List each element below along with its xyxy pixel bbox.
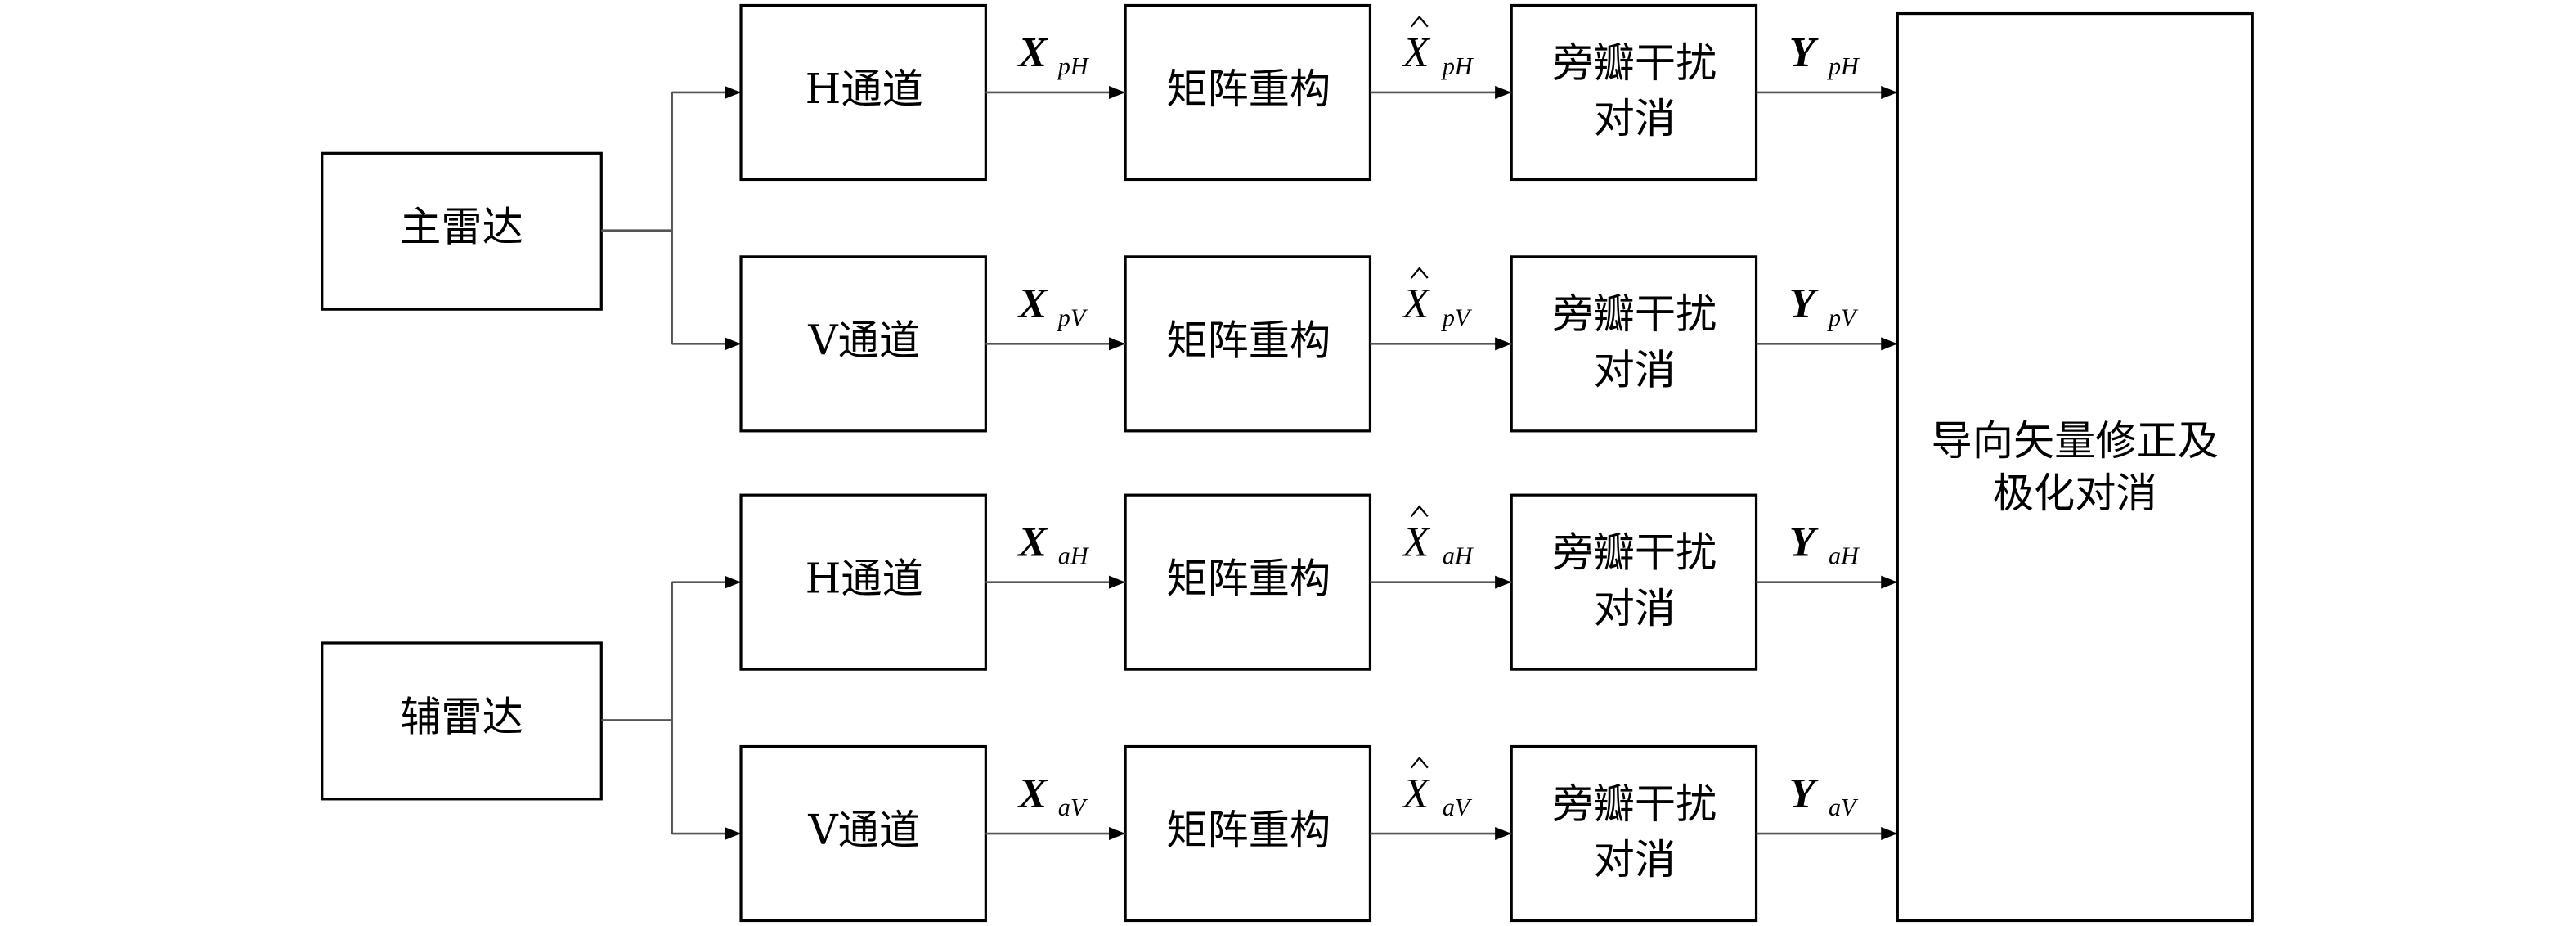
hat-accent [1410, 267, 1429, 279]
reconstruct-label: 矩阵重构 [1166, 316, 1331, 364]
signal-subscript: aH [1443, 542, 1474, 570]
cancel-label-line1: 旁瓣干扰 [1552, 290, 1717, 338]
signal-symbol-y: Y [1789, 519, 1819, 566]
reconstruct-block [1124, 255, 1372, 433]
signal-subscript: pV [1441, 303, 1473, 331]
cancel-label-line2: 对消 [1594, 835, 1676, 883]
signal-subscript: aV [1443, 793, 1473, 821]
channel-block [739, 3, 987, 182]
channel-block [739, 744, 987, 923]
cancel-label-line1: 旁瓣干扰 [1552, 528, 1717, 577]
final-label-line2: 极化对消 [1993, 469, 2157, 517]
signal-symbol-xhat: X [1402, 29, 1431, 76]
channel-label: V通道 [807, 806, 920, 854]
source-label: 主雷达 [400, 203, 523, 251]
signal-symbol-x: X [1017, 519, 1048, 566]
reconstruct-label: 矩阵重构 [1166, 555, 1331, 603]
cancel-label-line1: 旁瓣干扰 [1552, 38, 1717, 87]
signal-subscript: pH [1827, 52, 1860, 80]
final-label-line1: 导向矢量修正及 [1932, 416, 2219, 465]
signal-symbol-x: X [1017, 770, 1048, 817]
signal-subscript: pV [1057, 303, 1088, 331]
reconstruct-block [1124, 493, 1372, 671]
cancel-block [1510, 493, 1758, 671]
cancel-block [1510, 255, 1758, 433]
signal-symbol-xhat: X [1402, 280, 1431, 327]
signal-subscript: pH [1057, 52, 1090, 80]
signal-symbol-y: Y [1789, 280, 1819, 327]
reconstruct-block [1124, 744, 1372, 923]
signal-symbol-xhat: X [1402, 770, 1431, 817]
hat-accent [1410, 505, 1429, 517]
source-block-main-radar: 主雷达 [321, 85, 742, 351]
channel-label: V通道 [807, 316, 920, 364]
signal-symbol-y: Y [1789, 29, 1819, 76]
cancel-label-line2: 对消 [1594, 346, 1676, 394]
final-block: 导向矢量修正及 极化对消 [1896, 11, 2254, 923]
cancel-label-line2: 对消 [1594, 584, 1676, 632]
signal-symbol-xhat: X [1402, 519, 1431, 566]
signal-subscript: pH [1441, 52, 1474, 80]
signal-subscript: aV [1829, 793, 1859, 821]
hat-accent [1410, 15, 1429, 28]
signal-symbol-y: Y [1789, 770, 1819, 817]
signal-subscript: pV [1827, 303, 1859, 331]
cancel-label-line1: 旁瓣干扰 [1552, 780, 1717, 828]
source-block-aux-radar: 辅雷达 [321, 575, 742, 841]
hat-accent [1410, 756, 1429, 769]
reconstruct-label: 矩阵重构 [1166, 806, 1331, 854]
signal-symbol-x: X [1017, 280, 1048, 327]
signal-subscript: aH [1829, 542, 1860, 570]
channel-block [739, 493, 987, 671]
source-label: 辅雷达 [400, 692, 523, 740]
splitter-line [601, 92, 673, 344]
channel-label: H通道 [806, 555, 923, 603]
channel-block [739, 255, 987, 433]
cancel-block [1510, 3, 1758, 182]
splitter-line [601, 582, 673, 834]
channel-label: H通道 [806, 65, 923, 113]
cancel-block [1510, 744, 1758, 923]
signal-subscript: aH [1058, 542, 1090, 570]
reconstruct-label: 矩阵重构 [1166, 65, 1331, 113]
signal-symbol-x: X [1017, 29, 1048, 76]
signal-subscript: aV [1058, 793, 1088, 821]
cancel-label-line2: 对消 [1594, 94, 1676, 142]
